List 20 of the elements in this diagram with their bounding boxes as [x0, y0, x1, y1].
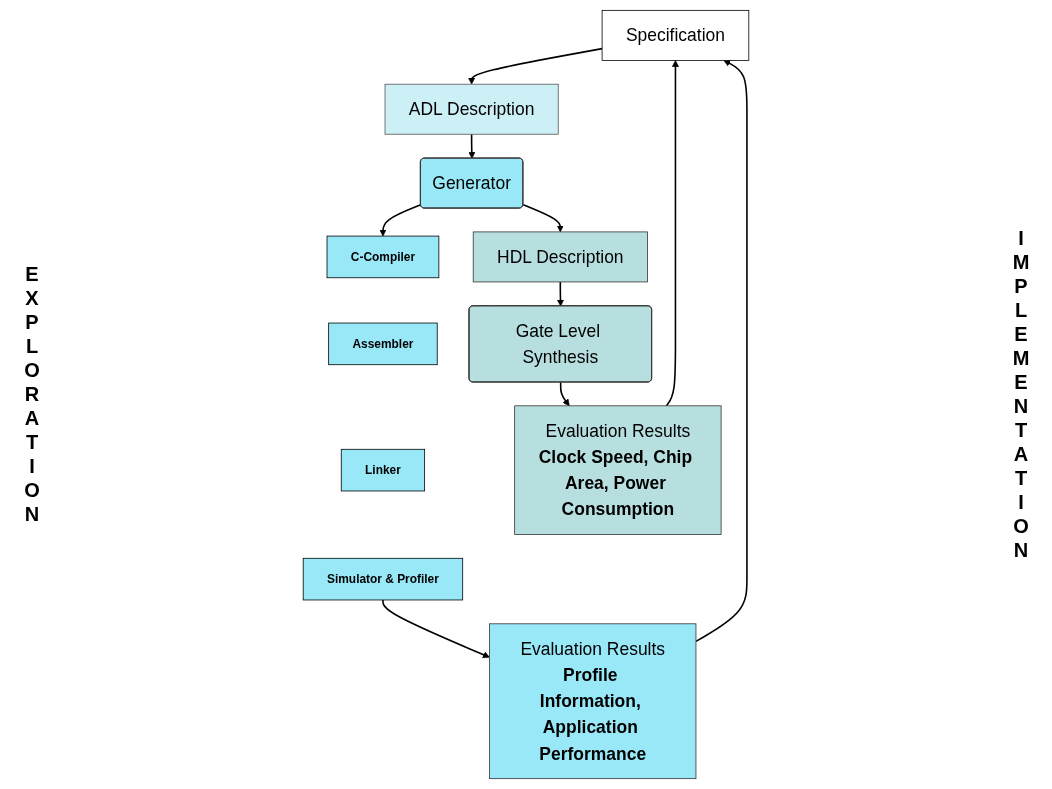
node-box: Evaluation Results Clock Speed, Chip Area, Power Consumption [514, 405, 722, 535]
node-box: Simulator & Profiler [302, 557, 464, 601]
node-box: Evaluation Results Profile Information, Application Performance [489, 623, 697, 780]
arrow [695, 60, 748, 643]
side-label: EXPLORATION [20, 262, 43, 527]
node-box: Assembler [328, 322, 438, 366]
node-box: Specification [601, 9, 750, 61]
arrow [557, 281, 564, 307]
node-box: HDL Description [472, 231, 648, 283]
node-box: ADL Description [384, 83, 559, 135]
arrow [468, 47, 603, 85]
side-label: IMPLEMENTATION [1009, 226, 1032, 563]
node-box: Linker [340, 448, 426, 492]
arrow [382, 599, 490, 658]
arrow [468, 133, 476, 159]
arrow [559, 381, 570, 407]
node-box: C-Compiler [326, 235, 440, 279]
arrow [665, 60, 679, 407]
arrow [379, 204, 422, 237]
arrow [522, 204, 564, 233]
